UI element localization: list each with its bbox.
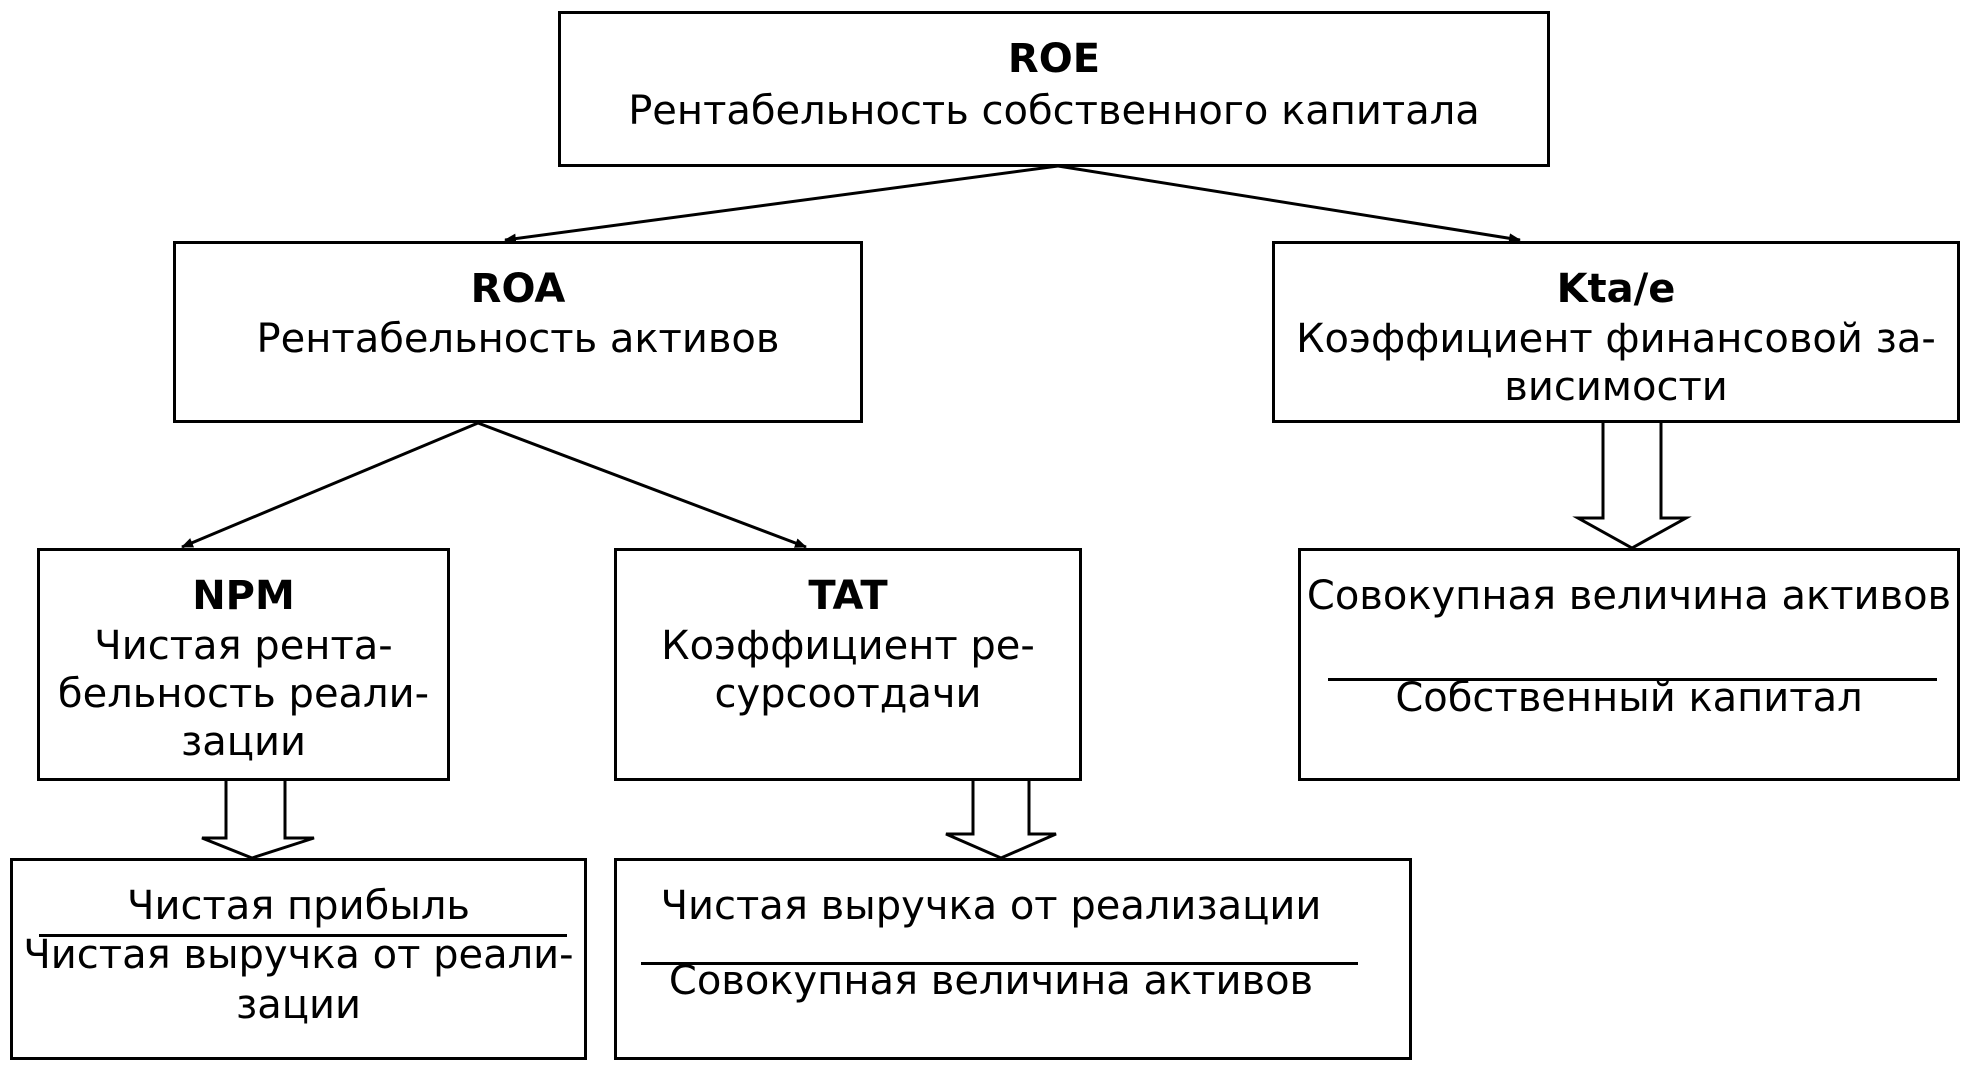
roa-name: Рентабельность активов [256,316,780,362]
hollow-arrow-npm-to-formula [201,781,315,860]
npm-formula-denominator-line1: Чистая выручка от реали- [23,932,574,978]
kta-formula-denominator: Собственный капитал [1395,675,1863,721]
tat-name-line1: Коэффициент ре- [661,623,1035,669]
npm-name-line2: бельность реали- [57,671,430,717]
arrow-roa-to-tat [477,421,807,549]
kta-formula-numerator: Совокупная величина активов [1306,573,1952,619]
roe-name: Рентабельность собственного капитала [628,88,1480,134]
arrow-roe-to-kta [1057,164,1521,244]
tat-formula-box: Чистая выручка от реализации Совокупная … [614,858,1412,1060]
npm-fraction-bar [39,934,567,937]
npm-formula-denominator-line2: зации [236,982,361,1028]
arrow-roa-to-npm [181,421,479,549]
npm-box: NPM Чистая рента- бельность реали- зации [37,548,450,781]
tat-formula-denominator: Совокупная величина активов [668,958,1314,1004]
npm-name-line1: Чистая рента- [94,623,393,669]
kta-name-line1: Коэффициент финансовой за- [1296,316,1936,362]
hollow-arrow-kta-to-formula [1572,423,1692,550]
tat-fraction-bar [641,962,1358,965]
npm-formula-numerator: Чистая прибыль [127,883,470,929]
kta-formula-box: Совокупная величина активов Собственный … [1298,548,1960,781]
npm-formula-box: Чистая прибыль Чистая выручка от реали- … [10,858,587,1060]
tat-name-line2: сурсоотдачи [714,671,982,717]
kta-fraction-bar [1328,678,1937,681]
roa-box: ROA Рентабельность активов [173,241,863,423]
hollow-arrow-tat-to-formula [945,781,1057,860]
kta-code: Kta/e [1556,266,1676,312]
roa-code: ROA [470,266,566,312]
tat-box: TAT Коэффициент ре- сурсоотдачи [614,548,1082,781]
tat-code: TAT [808,573,888,619]
npm-code: NPM [192,573,295,619]
arrow-roe-to-roa [504,164,1059,244]
tat-formula-numerator: Чистая выручка от реализации [660,883,1322,929]
roe-code: ROE [1007,36,1101,82]
npm-name-line3: зации [181,719,306,765]
kta-name-line2: висимости [1504,364,1728,410]
roe-box: ROE Рентабельность собственного капитала [558,11,1550,167]
kta-box: Kta/e Коэффициент финансовой за- висимос… [1272,241,1960,423]
